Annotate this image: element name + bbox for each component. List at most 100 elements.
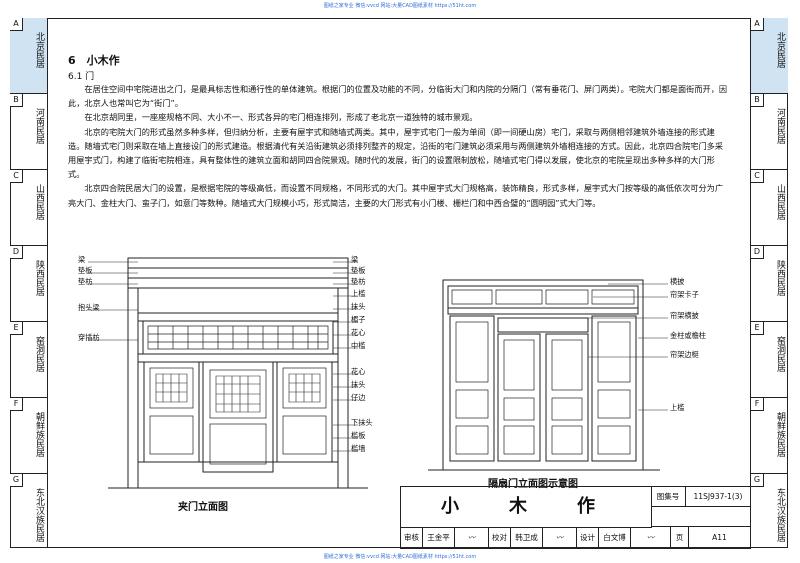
side-tab-name: 河南民居 bbox=[775, 108, 785, 144]
side-tab-f[interactable]: F 朝鲜族民居 bbox=[751, 398, 788, 474]
side-tab-letter: E bbox=[10, 322, 23, 335]
label-dianban: 垫板 bbox=[78, 266, 93, 275]
review-label: 审核 bbox=[401, 527, 423, 549]
side-tab-a[interactable]: A 北京民居 bbox=[751, 18, 788, 94]
label-lianjia-hengpi: 帘架横披 bbox=[670, 311, 699, 320]
side-tab-name: 山西民居 bbox=[775, 184, 785, 220]
side-tab-letter: G bbox=[10, 474, 23, 487]
blank-cell bbox=[651, 507, 751, 527]
lianjia-hengpi bbox=[497, 317, 589, 333]
side-tab-name: 河南民居 bbox=[34, 108, 44, 144]
paragraph: 在北京胡同里，一座座规格不同、大小不一、形式各异的宅门相连排列，形成了老北京一道… bbox=[84, 112, 478, 123]
side-tab-name: 窑洞民居 bbox=[34, 336, 44, 372]
watermark-top: 图纸之家专业 微信:vvcd 网站:大量CAD图纸素材 https://51ht… bbox=[323, 3, 477, 9]
side-tab-e[interactable]: E 窑洞民居 bbox=[10, 322, 47, 398]
dian-ban bbox=[127, 267, 349, 279]
check-label: 校对 bbox=[489, 527, 511, 549]
jiamen-elevation bbox=[108, 257, 368, 489]
side-tab-letter: F bbox=[10, 398, 23, 411]
watermark-bottom: 图纸之家专业 微信:vvcd 网站:大量CAD图纸素材 https://51ht… bbox=[323, 554, 477, 560]
leader-lines bbox=[88, 261, 668, 452]
right-column bbox=[337, 287, 349, 489]
label-shangkan: 上槛 bbox=[670, 403, 685, 412]
geshan-elevation bbox=[428, 279, 660, 471]
page-label: 页 bbox=[671, 527, 689, 549]
side-tab-name: 东北汉族民居 bbox=[775, 488, 785, 542]
side-tab-c[interactable]: C 山西民居 bbox=[10, 170, 47, 246]
center-door bbox=[202, 361, 274, 473]
label-lianjia-kazi: 帘架卡子 bbox=[670, 290, 699, 299]
section-title: 6 小木作 bbox=[68, 54, 120, 67]
atlas-label: 图集号 bbox=[651, 487, 686, 507]
label-jinzhu: 金柱或檐柱 bbox=[670, 331, 706, 340]
label-lianjia-bianting: 帘架边梃 bbox=[670, 350, 699, 359]
paragraph: 北京四合院民居大门的设置，是根据宅院的等级高低，而设置不同规格，不同形式的大门。… bbox=[68, 183, 724, 208]
label-r10: 仔边 bbox=[351, 393, 366, 402]
side-tab-name: 山西民居 bbox=[34, 184, 44, 220]
side-tab-f[interactable]: F 朝鲜族民居 bbox=[10, 398, 47, 474]
atlas-number: 11SJ937-1(3) bbox=[686, 487, 751, 507]
transom-lattice bbox=[147, 325, 329, 350]
upper-sill bbox=[447, 307, 639, 315]
label-r12: 槛板 bbox=[351, 431, 366, 440]
label-r3: 上槛 bbox=[351, 289, 366, 298]
side-tab-c[interactable]: C 山西民居 bbox=[751, 170, 788, 246]
elevation-drawings bbox=[88, 257, 668, 489]
upper-sill bbox=[137, 312, 339, 322]
label-r1: 垫板 bbox=[351, 266, 366, 275]
side-tab-letter: A bbox=[10, 18, 23, 31]
caption-jiamen: 夹门立面图 bbox=[178, 502, 228, 513]
label-r4: 抹头 bbox=[351, 302, 366, 311]
page-number: A11 bbox=[689, 527, 751, 549]
label-r8: 花心 bbox=[351, 367, 366, 376]
right-leaf bbox=[276, 361, 333, 463]
side-tab-name: 陕西民居 bbox=[34, 260, 44, 296]
page-frame bbox=[10, 18, 788, 548]
label-r6: 花心 bbox=[351, 328, 366, 337]
side-tab-name: 朝鲜族民居 bbox=[34, 412, 44, 457]
side-tab-letter: G bbox=[751, 474, 764, 487]
side-tab-d[interactable]: D 陕西民居 bbox=[10, 246, 47, 322]
checker-name: 韩卫成 bbox=[511, 527, 543, 549]
label-r2: 垫枋 bbox=[351, 277, 366, 286]
label-r11: 下抹头 bbox=[351, 418, 373, 427]
side-tab-name: 窑洞民居 bbox=[775, 336, 785, 372]
drawing-title: 小 木 作 bbox=[401, 487, 652, 528]
title-block: 小 木 作 图集号 11SJ937-1(3) 审核 王金平 〰 校对 韩卫成 〰… bbox=[400, 486, 751, 549]
designer-signature: 〰 bbox=[631, 527, 671, 549]
label-dianfang: 垫枋 bbox=[78, 277, 93, 286]
side-tab-letter: C bbox=[751, 170, 764, 183]
checker-signature: 〰 bbox=[543, 527, 577, 549]
side-tab-letter: C bbox=[10, 170, 23, 183]
label-baotouliang: 抱头梁 bbox=[78, 303, 100, 312]
middle-sill bbox=[137, 353, 339, 363]
side-tab-letter: D bbox=[10, 246, 23, 259]
side-tab-letter: F bbox=[751, 398, 764, 411]
label-hengpi: 横披 bbox=[670, 277, 685, 286]
side-tab-g[interactable]: G 东北汉族民居 bbox=[751, 474, 788, 548]
reviewer-signature: 〰 bbox=[455, 527, 489, 549]
body-text: 在居住空间中宅院进出之门，是最具标志性和通行性的单体建筑。根据门的位置及功能的不… bbox=[68, 82, 728, 210]
side-tab-name: 北京民居 bbox=[775, 32, 785, 68]
dian-fang bbox=[127, 277, 349, 289]
label-r0: 梁 bbox=[351, 255, 359, 264]
paragraph: 在居住空间中宅院进出之门，是最具标志性和通行性的单体建筑。根据门的位置及功能的不… bbox=[68, 84, 728, 109]
caption-geshan: 隔扇门立面图示意图 bbox=[488, 479, 578, 490]
label-r9: 抹头 bbox=[351, 380, 366, 389]
left-leaf bbox=[143, 361, 200, 463]
sill-wall bbox=[137, 461, 339, 489]
designer-name: 白文博 bbox=[599, 527, 631, 549]
label-chuanchafang: 穿插枋 bbox=[78, 333, 100, 342]
label-r13: 槛墙 bbox=[351, 444, 366, 453]
side-tab-letter: A bbox=[751, 18, 764, 31]
design-label: 设计 bbox=[577, 527, 599, 549]
label-r7: 中槛 bbox=[351, 341, 366, 350]
side-tab-name: 朝鲜族民居 bbox=[775, 412, 785, 457]
